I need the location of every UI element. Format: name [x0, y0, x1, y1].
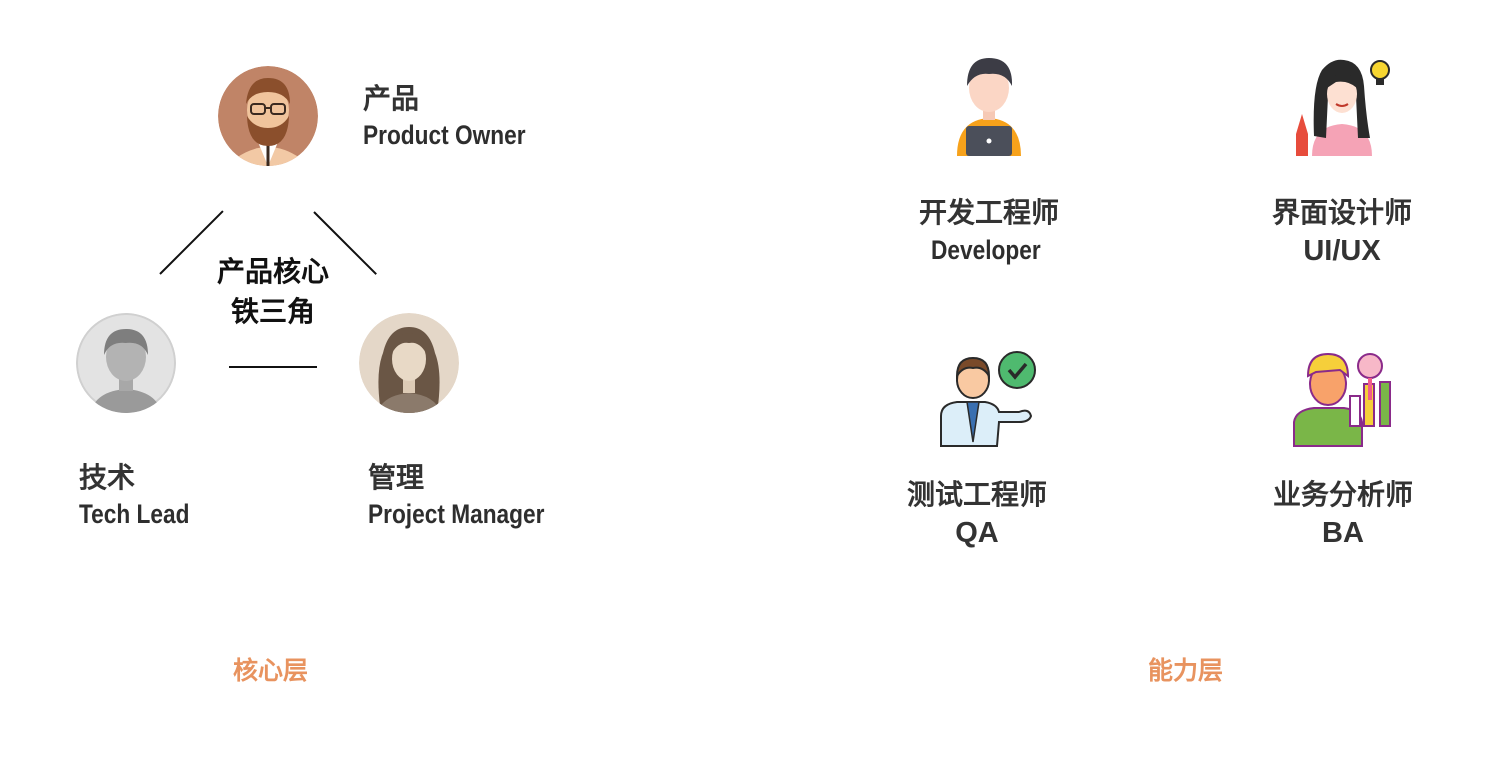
- developer-label-cn: 开发工程师: [918, 196, 1059, 229]
- manager-label-cn: 管理: [368, 461, 425, 494]
- designer-label-en: UI/UX: [1303, 235, 1381, 267]
- designer-icon: [1292, 56, 1392, 156]
- triangle-center-title: 产品核心 铁三角: [203, 255, 343, 328]
- tech-lead-avatar: [76, 313, 176, 413]
- manager-label-en: Project Manager: [368, 499, 545, 529]
- product-owner-avatar: [218, 66, 318, 166]
- developer-icon: [939, 56, 1039, 156]
- ba-label-cn: 业务分析师: [1272, 478, 1413, 511]
- triangle-center-line1: 产品核心: [216, 255, 329, 288]
- ba-label-en: BA: [1322, 517, 1364, 549]
- qa-label-cn: 测试工程师: [906, 478, 1047, 511]
- tech-label-cn: 技术: [79, 461, 136, 494]
- designer-label-cn: 界面设计师: [1271, 196, 1412, 229]
- ba-icon: [1292, 350, 1392, 450]
- triangle-line-bottom: [229, 366, 317, 368]
- qa-icon: [939, 350, 1039, 450]
- capability-layer-label: 能力层: [1148, 656, 1224, 685]
- project-manager-avatar: [359, 313, 459, 413]
- qa-label-en: QA: [955, 517, 999, 549]
- developer-label-en: Developer: [931, 235, 1041, 265]
- product-label-cn: 产品: [363, 82, 420, 115]
- tech-label-en: Tech Lead: [79, 499, 190, 529]
- product-label-en: Product Owner: [363, 120, 526, 150]
- core-layer-label: 核心层: [233, 656, 309, 685]
- triangle-center-line2: 铁三角: [230, 294, 315, 328]
